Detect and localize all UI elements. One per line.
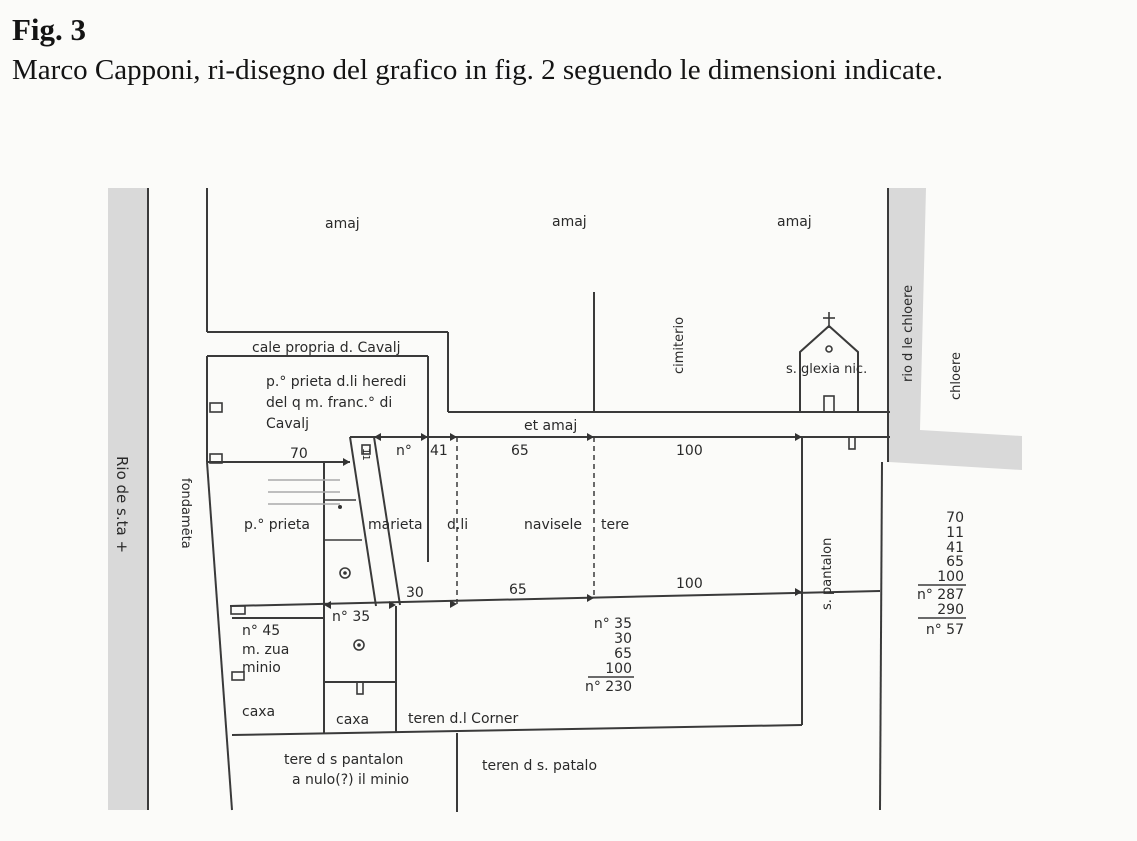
dim-100-bottom: 100 — [676, 576, 703, 592]
sum-middle-2: 65 — [614, 646, 632, 662]
fondamenta-mark-2 — [209, 453, 223, 464]
sum-right-0: 70 — [946, 510, 964, 526]
rio-canal-left — [108, 188, 148, 810]
sum-right-2: 41 — [946, 540, 964, 556]
marieta-left-edge — [349, 436, 377, 607]
church-door — [823, 395, 835, 413]
small-dot — [338, 505, 342, 509]
figure-description: Marco Capponi, ri-disegno del grafico in… — [12, 54, 943, 86]
marieta-right-edge — [373, 436, 401, 606]
label-marieta: marieta — [368, 517, 423, 533]
label-amaj-2: amaj — [552, 214, 587, 230]
canal-edge-right-lower — [879, 461, 883, 811]
label-amaj-1: amaj — [325, 216, 360, 232]
label-amaj-3: amaj — [777, 214, 812, 230]
dim-65-top: 65 — [511, 443, 529, 459]
sum-right-6: 290 — [937, 602, 964, 618]
sum-right-1: 11 — [946, 525, 964, 541]
label-tere: tere — [601, 517, 629, 533]
dim-41: 41 — [430, 443, 448, 459]
slanted-left-edge — [206, 461, 233, 811]
label-prieta-line2: del q m. franc.° di — [266, 395, 392, 411]
dim-n35: n° 35 — [332, 609, 370, 625]
well-symbol-2-dot — [357, 643, 361, 647]
dim-70: 70 — [290, 446, 308, 462]
sum-middle-4: n° 230 — [585, 679, 632, 695]
church-window — [825, 345, 833, 353]
teren-bottom-line — [231, 724, 803, 736]
rio-chloere-canal — [888, 188, 1022, 470]
label-m-zua: m. zua — [242, 642, 289, 658]
dim-100-top: 100 — [676, 443, 703, 459]
figure-label: Fig. 3 — [12, 12, 87, 47]
sum-middle-1: 30 — [614, 631, 632, 647]
fondamenta-mark-4 — [231, 671, 245, 681]
entry-mark-right — [848, 436, 856, 450]
label-tere-pantalon-1: tere d s pantalon — [284, 752, 403, 768]
label-prieta-line1: p.° prieta d.li heredi — [266, 374, 406, 390]
figure-caption: Fig. 3 Marco Capponi, ri-disegno del gra… — [12, 10, 1122, 90]
dim-11: 11 — [360, 448, 371, 461]
sum-middle-3: 100 — [605, 661, 632, 677]
label-caxa-1: caxa — [242, 704, 275, 720]
label-p-prieta: p.° prieta — [244, 517, 310, 533]
label-navisele: navisele — [524, 517, 582, 533]
sum-right-4: 100 — [937, 569, 964, 585]
label-cimiterio: cimiterio — [672, 317, 687, 374]
dim-30: 30 — [406, 585, 424, 601]
sum-middle-0: n° 35 — [594, 616, 632, 632]
label-teren-corner: teren d.l Corner — [408, 711, 519, 727]
sum-right-7: n° 57 — [926, 622, 964, 638]
dim-65-bottom: 65 — [509, 582, 527, 598]
sum-right-5: n° 287 — [917, 587, 964, 603]
dim-n-label: n° — [396, 443, 412, 459]
label-prieta-line3: Cavalj — [266, 416, 309, 432]
label-caxa-2: caxa — [336, 712, 369, 728]
label-tere-pantalon-2: a nulo(?) il minio — [292, 772, 409, 788]
label-chloere: chloere — [949, 352, 964, 400]
label-minio: minio — [242, 660, 281, 676]
dimension-ticks — [324, 433, 802, 609]
church-outline — [799, 324, 859, 413]
label-church: s. glexia nic. — [786, 362, 867, 377]
entry-mark-caxa — [356, 681, 364, 695]
well-symbol-1-dot — [343, 571, 347, 575]
label-n45: n° 45 — [242, 623, 280, 639]
label-rio-chloere: rio d le chloere — [901, 285, 916, 382]
marieta-mark — [361, 444, 371, 455]
sum-right-3: 65 — [946, 554, 964, 570]
well-symbol-2 — [353, 639, 365, 651]
label-cale-propria: cale propria d. Cavalj — [252, 340, 400, 356]
plot-line-lower — [229, 590, 881, 607]
fondamenta-mark-3 — [230, 605, 246, 615]
label-fondamenta: fondamēta — [178, 478, 193, 549]
well-symbol-1 — [339, 567, 351, 579]
label-et-amaj: et amaj — [524, 418, 577, 434]
label-s-pantalon: s. pantalon — [820, 538, 835, 610]
label-dli: d.li — [447, 517, 468, 533]
label-teren-patalo: teren d s. patalo — [482, 758, 597, 774]
fondamenta-mark-1 — [209, 402, 223, 413]
label-rio-de-s: Rio de s.ta + — [113, 456, 131, 553]
